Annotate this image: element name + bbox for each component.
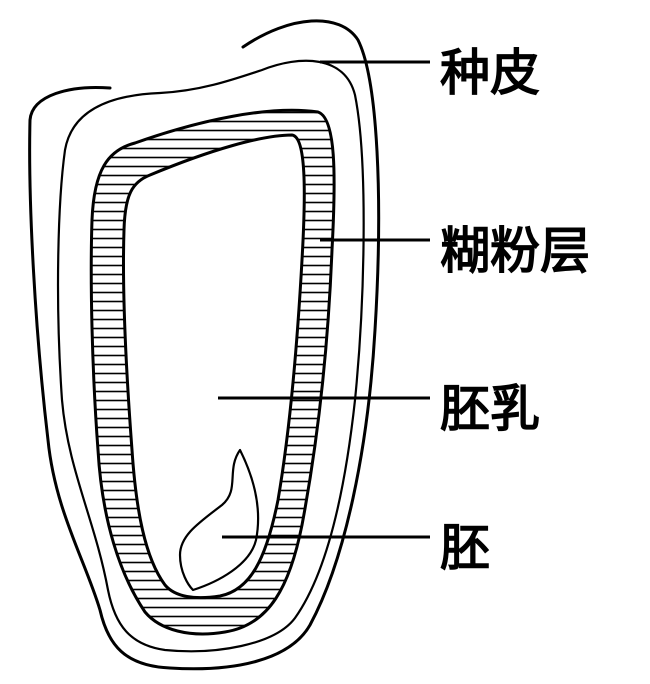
seed-coat-label: 种皮 <box>440 44 540 102</box>
embryo-shape <box>180 450 258 590</box>
aleurone-layer-band <box>91 110 334 634</box>
endosperm-label: 胚乳 <box>440 380 540 438</box>
embryo-label: 胚 <box>440 519 490 577</box>
aleurone-layer-label: 糊粉层 <box>440 222 590 280</box>
